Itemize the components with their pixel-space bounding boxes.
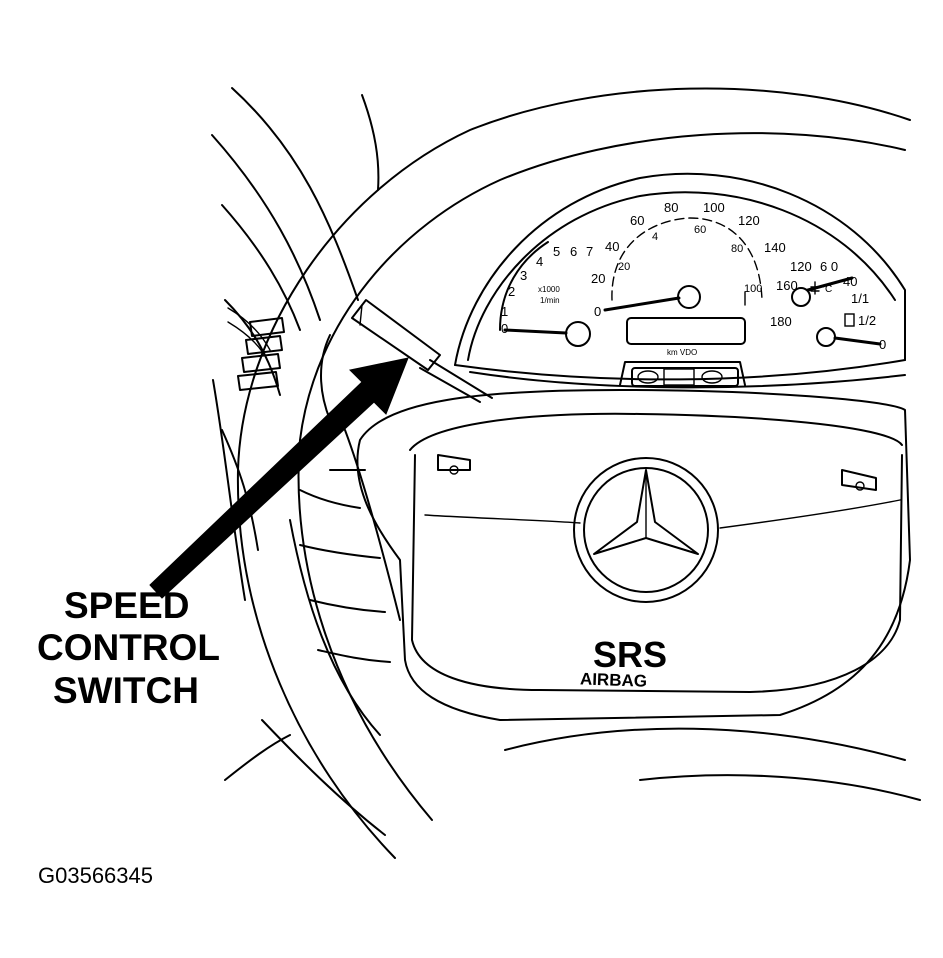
speedo-label: 0 <box>594 304 601 319</box>
speedometer: 0 20 40 60 80 100 120 140 160 180 20 4 6… <box>591 200 798 357</box>
tacho-unit: x1000 <box>538 285 560 294</box>
speedo-label: 60 <box>630 213 644 228</box>
speedo-label: 120 <box>738 213 760 228</box>
tachometer: 0 1 2 3 4 5 6 7 x1000 1/min <box>499 241 593 347</box>
horn-icon <box>841 469 877 491</box>
odometer-display <box>626 317 746 345</box>
tacho-unit: 1/min <box>540 296 560 305</box>
airbag-label: AIRBAG <box>580 669 648 690</box>
speedo-label: 80 <box>664 200 678 215</box>
speedo-inner-label: 100 <box>744 283 762 295</box>
instrument-cluster <box>454 172 906 389</box>
steering-wheel-rim <box>236 87 911 859</box>
temp-label: 6 0 <box>820 259 838 274</box>
tacho-label: 0 <box>501 321 508 336</box>
tacho-label: 3 <box>520 268 527 283</box>
figure-id: G03566345 <box>38 863 153 888</box>
temperature-gauge: 120 6 0 40 °C <box>790 259 857 307</box>
air-vent <box>237 317 285 391</box>
srs-label: SRS <box>593 634 667 675</box>
tacho-label: 1 <box>501 304 508 319</box>
temp-icon <box>810 281 820 295</box>
temp-unit: °C <box>821 284 832 295</box>
temp-label: 40 <box>843 274 857 289</box>
speedo-label: 160 <box>776 278 798 293</box>
fuel-label: 1/1 <box>851 291 869 306</box>
tacho-label: 5 <box>553 244 560 259</box>
speedo-label: 140 <box>764 240 786 255</box>
temp-label: 120 <box>790 259 812 274</box>
fuel-label: 1/2 <box>858 313 876 328</box>
callout-label-line2: CONTROL <box>37 627 220 668</box>
tacho-label: 4 <box>536 254 543 269</box>
speedo-brand: km VDO <box>667 348 697 357</box>
horn-icon <box>437 454 471 475</box>
dashboard-lines <box>211 87 921 836</box>
speedo-inner-label: 60 <box>694 224 706 236</box>
fuel-pump-icon <box>844 313 855 327</box>
speedo-label: 20 <box>591 271 605 286</box>
arrow-icon <box>149 357 409 599</box>
tacho-label: 2 <box>508 284 515 299</box>
speedo-inner-label: 4 <box>652 231 658 243</box>
speedo-label: 40 <box>605 239 619 254</box>
mercedes-star-logo <box>573 457 719 603</box>
speedo-inner-label: 80 <box>731 243 743 255</box>
callout-label-line1: SPEED <box>64 585 189 626</box>
tacho-label: 7 <box>586 244 593 259</box>
tacho-label: 6 <box>570 244 577 259</box>
switch-icon <box>637 370 659 384</box>
airbag-hub <box>289 389 911 736</box>
callout-label-line3: SWITCH <box>53 670 199 711</box>
speedo-label: 180 <box>770 314 792 329</box>
speedo-inner-label: 20 <box>618 261 630 273</box>
fuel-label: 0 <box>879 337 886 352</box>
fuel-gauge: 1/1 1/2 0 <box>816 291 886 352</box>
switch-icon <box>701 370 723 384</box>
speedo-label: 100 <box>703 200 725 215</box>
